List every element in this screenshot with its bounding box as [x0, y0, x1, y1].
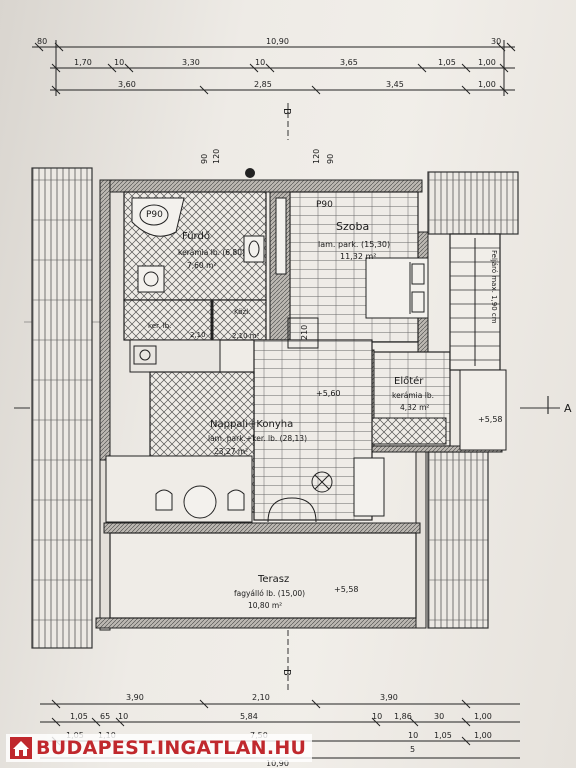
door-210-mid: 210: [300, 325, 309, 340]
dim-bot-r3-4: 1,05: [434, 731, 452, 740]
sofa: [353, 457, 385, 517]
dim-bot-r2-6: 30: [434, 712, 444, 721]
watermark-banner: BUDAPEST.INGATLAN.HU: [6, 734, 313, 762]
stair: Feljáró max. 1,90 cm: [449, 233, 507, 451]
eloter-name: Előtér: [394, 375, 424, 387]
dim-top-r2-4: 3,65: [340, 58, 358, 67]
dim-bot-r2-5: 1,86: [394, 712, 412, 721]
level-2: +5,58: [334, 585, 359, 594]
dining-table: [183, 485, 217, 519]
top-dimension-lines: 80 10,90 30 1,70 10 3,30 10 3,65 1,05 1,…: [32, 37, 516, 96]
dim-top-total: 10,90: [266, 37, 289, 46]
stair-note: Feljáró max. 1,90 cm: [490, 250, 498, 324]
dim-top-r3-3: 1,00: [478, 80, 496, 89]
chimney-icon: [245, 168, 255, 178]
dim-bot-r1-2: 3,90: [380, 693, 398, 702]
furdo-area: 7,60 m²: [187, 261, 216, 270]
sink: [243, 235, 265, 263]
furdo-floor: kerámia lb. (6,80): [178, 248, 245, 257]
section-b-bottom: B: [281, 669, 292, 676]
dim-bot-r1-0: 3,90: [126, 693, 144, 702]
nappali-name: Nappali+Konyha: [210, 419, 293, 430]
dim-top-80: 80: [37, 37, 47, 46]
wc-and-kozl: [123, 299, 267, 341]
section-a: A: [564, 402, 572, 415]
nappali-area: 23,27 m²: [214, 447, 248, 456]
szoba-name: Szoba: [336, 220, 369, 233]
dim-top-r2-0: 1,70: [74, 58, 92, 67]
dim-top-r2-2: 3,30: [182, 58, 200, 67]
door-120-a: 120: [212, 149, 221, 164]
door-90-a: 90: [200, 154, 209, 164]
dim-top-r2-1: 10: [114, 58, 124, 67]
dim-bot-r2-4: 10: [372, 712, 382, 721]
p90-left: P90: [146, 210, 163, 220]
door-120-b: 120: [312, 149, 321, 164]
szoba-area: 11,32 m²: [340, 252, 376, 261]
dim-bot-r2-7: 1,00: [474, 712, 492, 721]
level-3: +5,58: [478, 415, 503, 424]
dim-top-r3-1: 2,85: [254, 80, 272, 89]
terrace-area: [109, 532, 417, 619]
dim-top-r3-0: 3,60: [118, 80, 136, 89]
kozl-area: 2,10 m²: [232, 332, 260, 340]
kozl-name: Közl.: [234, 308, 250, 316]
section-b-top: B: [281, 108, 292, 115]
kitchen-counter: [129, 339, 221, 373]
dim-top-r3-2: 3,45: [386, 80, 404, 89]
terasz-name: Terasz: [257, 574, 289, 585]
dim-bot-r3-5: 1,00: [474, 731, 492, 740]
house-logo-icon: [10, 737, 32, 759]
dim-bot-r4-1: 5: [410, 745, 415, 754]
dim-top-30: 30: [491, 37, 501, 46]
terasz-area: 10,80 m²: [248, 601, 282, 610]
nappali-floor: lam. park.+ker. lb. (28,13): [208, 434, 307, 443]
eloter-floor: kerámia lb.: [392, 391, 434, 400]
wc-floor: ker. lb.: [148, 322, 171, 330]
door-labels-top: 90 120 120 90: [200, 149, 335, 164]
toilet: [137, 265, 165, 293]
watermark-text: BUDAPEST.INGATLAN.HU: [36, 737, 307, 759]
lamp-icon: [311, 471, 333, 493]
dim-bot-total: 10,90: [266, 759, 289, 768]
dim-bot-r1-1: 2,10: [252, 693, 270, 702]
dim-top-r2-6: 1,00: [478, 58, 496, 67]
wc-area: 2,10: [190, 331, 206, 339]
dim-bot-r2-2: 10: [118, 712, 128, 721]
eloter-area: 4,32 m²: [400, 403, 429, 412]
dim-bot-r2-0: 1,05: [70, 712, 88, 721]
szoba-floor: lam. park. (15,30): [318, 240, 390, 249]
dim-bot-r2-3: 5,84: [240, 712, 258, 721]
roof-top-right: [427, 171, 519, 235]
living-area: [253, 339, 373, 521]
dim-bot-r3-3: 10: [408, 731, 418, 740]
bed: [365, 257, 429, 319]
roof-left: [31, 167, 93, 649]
dim-top-r2-5: 1,05: [438, 58, 456, 67]
p90-right: P90: [316, 200, 333, 210]
dim-bot-r2-1: 65: [100, 712, 110, 721]
level-1: +5,60: [316, 389, 341, 398]
door-90-b: 90: [326, 154, 335, 164]
furdo-name: Fürdő: [182, 230, 210, 242]
dim-top-r2-3: 10: [255, 58, 265, 67]
terasz-floor: fagyálló lb. (15,00): [234, 589, 305, 598]
roof-right: [427, 451, 489, 629]
